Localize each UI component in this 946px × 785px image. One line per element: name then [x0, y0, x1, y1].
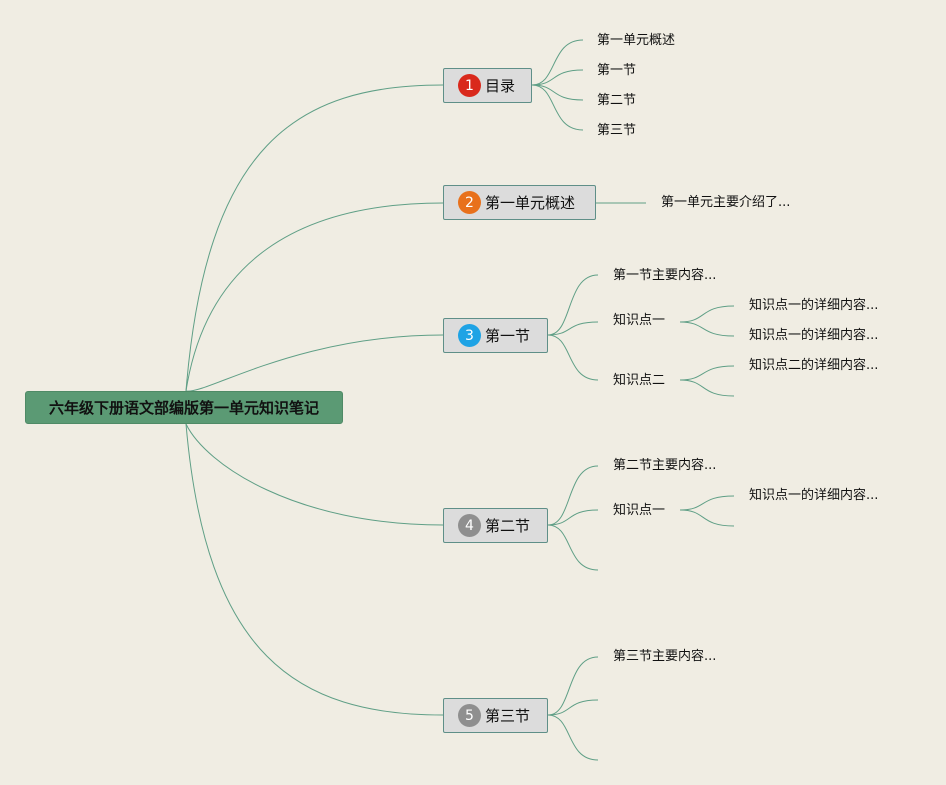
- section-1-point-1-detail-1[interactable]: 知识点一的详细内容...: [749, 298, 879, 313]
- number-badge-3: 3: [458, 324, 481, 347]
- link-s1-point-1-detail-1: [679, 305, 735, 323]
- link-toc-item-1: [531, 39, 584, 86]
- section-2-point-1-detail-1[interactable]: 知识点一的详细内容...: [749, 488, 879, 503]
- topic-section-1[interactable]: 3 第一节: [443, 318, 548, 353]
- link-s1-point-2-detail-2: [679, 379, 735, 397]
- section-1-point-1[interactable]: 知识点一: [613, 313, 666, 328]
- section-3-main-content[interactable]: 第三节主要内容...: [613, 649, 717, 664]
- link-root-section-2: [185, 423, 444, 526]
- link-toc-item-4: [531, 84, 584, 131]
- topic-label: 第三节: [485, 707, 531, 725]
- section-2-point-1[interactable]: 知识点一: [613, 503, 666, 518]
- link-root-section-3: [185, 423, 444, 716]
- toc-item-section-1[interactable]: 第一节: [597, 63, 637, 78]
- toc-item-section-2[interactable]: 第二节: [597, 93, 637, 108]
- section-2-main-content[interactable]: 第二节主要内容...: [613, 458, 717, 473]
- topic-label: 目录: [485, 77, 516, 95]
- link-section-3-child-2: [547, 699, 599, 716]
- link-s2-point-1-detail-2: [679, 509, 735, 527]
- link-section-3-child-3: [547, 714, 599, 761]
- link-section-1-child-2: [547, 321, 599, 336]
- link-s1-point-1-detail-2: [679, 321, 735, 337]
- link-root-section-1: [185, 334, 444, 392]
- number-badge-5: 5: [458, 704, 481, 727]
- section-1-point-2[interactable]: 知识点二: [613, 373, 666, 388]
- root-topic[interactable]: 六年级下册语文部编版第一单元知识笔记: [25, 391, 343, 424]
- link-root-overview: [185, 202, 444, 392]
- section-1-point-2-detail-1[interactable]: 知识点二的详细内容...: [749, 358, 879, 373]
- root-topic-label: 六年级下册语文部编版第一单元知识笔记: [48, 399, 319, 417]
- overview-detail[interactable]: 第一单元主要介绍了...: [661, 195, 791, 210]
- number-badge-4: 4: [458, 514, 481, 537]
- toc-item-overview[interactable]: 第一单元概述: [597, 33, 676, 48]
- link-section-2-child-3: [547, 524, 599, 571]
- link-section-1-child-3: [547, 334, 599, 381]
- section-1-main-content[interactable]: 第一节主要内容...: [613, 268, 717, 283]
- topic-toc[interactable]: 1 目录: [443, 68, 532, 103]
- link-section-1-child-1: [547, 274, 599, 336]
- toc-item-section-3[interactable]: 第三节: [597, 123, 637, 138]
- section-1-point-1-detail-2[interactable]: 知识点一的详细内容...: [749, 328, 879, 343]
- topic-section-3[interactable]: 5 第三节: [443, 698, 548, 733]
- link-section-2-child-2: [547, 509, 599, 526]
- number-badge-2: 2: [458, 191, 481, 214]
- link-toc-item-3: [531, 84, 584, 101]
- number-badge-1: 1: [458, 74, 481, 97]
- topic-label: 第一节: [485, 327, 531, 345]
- topic-label: 第一单元概述: [485, 194, 576, 212]
- link-s1-point-2-detail-1: [679, 365, 735, 381]
- topic-label: 第二节: [485, 517, 531, 535]
- link-toc-item-2: [531, 69, 584, 86]
- topic-section-2[interactable]: 4 第二节: [443, 508, 548, 543]
- link-root-toc: [185, 84, 444, 392]
- link-s2-point-1-detail-1: [679, 495, 735, 511]
- link-section-2-child-1: [547, 465, 599, 526]
- link-section-3-child-1: [547, 656, 599, 716]
- topic-overview[interactable]: 2 第一单元概述: [443, 185, 596, 220]
